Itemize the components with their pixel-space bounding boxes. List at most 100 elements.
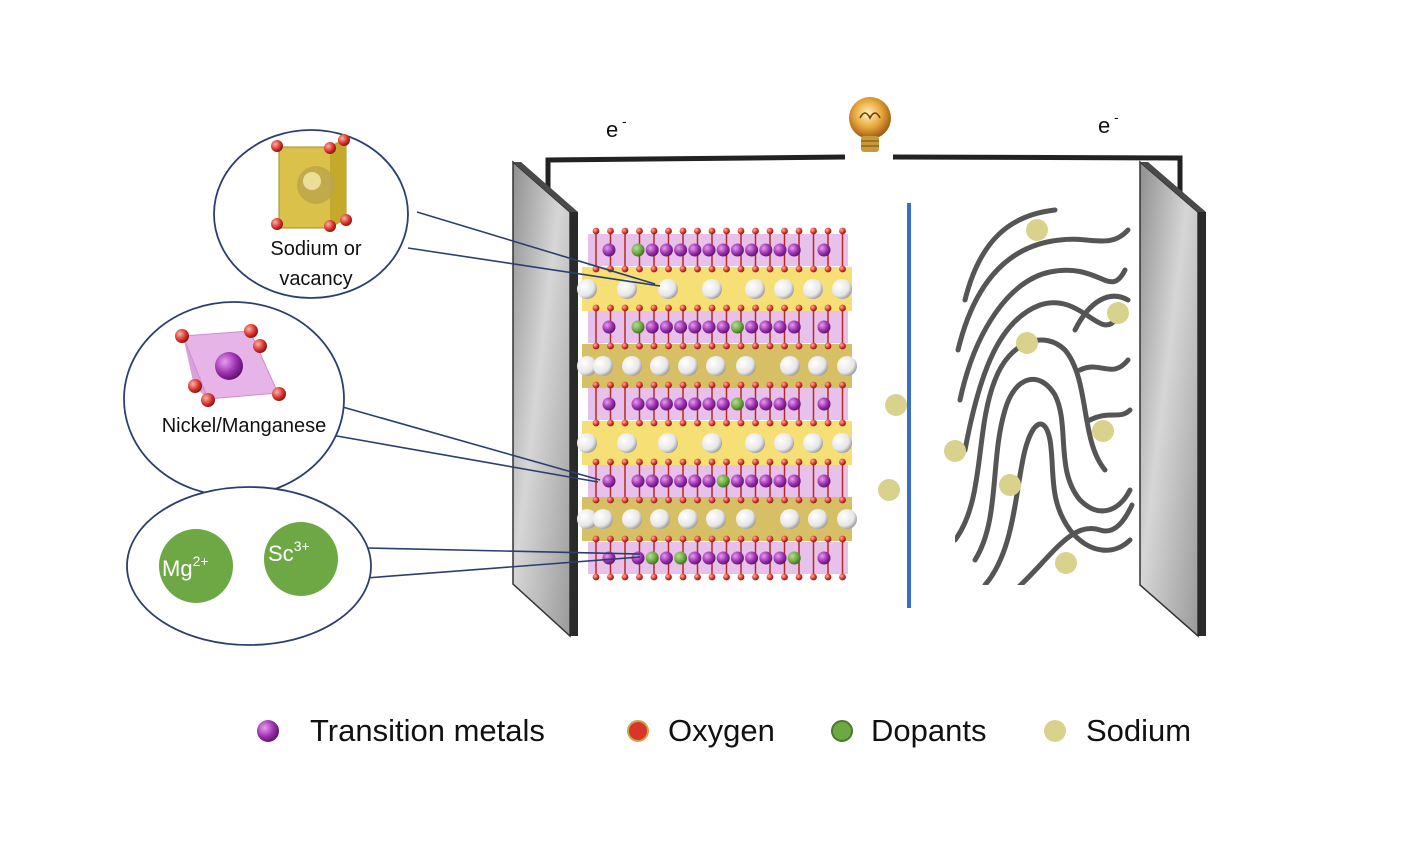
oxygen-atom	[592, 227, 600, 235]
oxygen-atom	[636, 381, 643, 389]
oxygen-atom	[665, 304, 672, 312]
nickel-manganese-label: Nickel/Manganese	[162, 415, 327, 437]
sodium-site-atom	[678, 509, 698, 529]
red-circle-icon	[627, 720, 649, 742]
oxygen-atom	[650, 496, 658, 504]
sc-label: Sc3+	[268, 538, 310, 566]
sodium-callout-line1: Sodium or	[270, 238, 361, 260]
transition-metal-atom	[702, 551, 716, 565]
sodium-ion	[999, 474, 1021, 496]
oxygen-atom	[795, 304, 803, 312]
oxygen-atom	[636, 573, 643, 581]
transition-metal-atom	[659, 243, 673, 257]
svg-text:Oxygen: Oxygen	[668, 713, 775, 748]
oxygen-atom	[723, 496, 730, 504]
oxygen-atom	[592, 496, 600, 504]
transition-metal-atom	[773, 320, 787, 334]
oxygen-atom	[766, 342, 774, 350]
oxygen-atom	[781, 419, 788, 427]
transition-metal-atom	[773, 397, 787, 411]
oxygen-atom	[665, 458, 672, 466]
oxygen-atom	[839, 535, 846, 543]
oxygen-atom	[679, 573, 687, 581]
transition-metal-atom	[674, 397, 688, 411]
sodium-ion	[1107, 302, 1129, 324]
transition-metal-atom	[674, 320, 688, 334]
oxygen-atom	[592, 304, 600, 312]
oxygen-atom	[752, 419, 759, 427]
oxygen-atom	[752, 496, 759, 504]
oxygen-atom	[665, 496, 672, 504]
sodium-site-atom	[780, 509, 800, 529]
transition-metal-atom	[645, 243, 659, 257]
oxygen-atom	[592, 573, 600, 581]
transition-metal-atom	[773, 243, 787, 257]
oxygen-atom	[766, 265, 774, 273]
oxygen-atom	[708, 573, 716, 581]
oxygen-atom	[781, 342, 788, 350]
oxygen-atom	[708, 419, 716, 427]
oxygen-atom	[781, 227, 788, 235]
oxygen-atom	[723, 535, 730, 543]
oxygen-atom	[694, 304, 701, 312]
oxygen-atom	[824, 458, 832, 466]
oxygen-atom	[781, 304, 788, 312]
sodium-site-atom	[803, 433, 823, 453]
dopant-atom	[716, 474, 730, 488]
sodium-site-atom	[837, 509, 857, 529]
transition-metal-atom	[787, 474, 801, 488]
sodium-ion	[1026, 219, 1048, 241]
oxygen-atom	[607, 342, 614, 350]
oxygen-atom	[621, 304, 629, 312]
sodium-site-atom	[617, 433, 637, 453]
svg-text:Transition metals: Transition metals	[310, 713, 545, 748]
transition-metal-atom	[688, 243, 702, 257]
oxygen-atom	[737, 342, 745, 350]
oxygen-atom	[679, 265, 687, 273]
sodium-site-atom	[577, 356, 597, 376]
oxygen-atom	[636, 304, 643, 312]
oxygen-atom	[679, 419, 687, 427]
sc-dopant-icon	[264, 522, 338, 596]
transition-metal-atom	[602, 397, 616, 411]
oxygen-atom	[737, 381, 745, 389]
transition-metal-atom	[688, 474, 702, 488]
oxygen-atom	[694, 496, 701, 504]
oxygen-atom	[737, 265, 745, 273]
transition-metal-atom	[716, 397, 730, 411]
oxygen-atom	[752, 227, 759, 235]
transition-metal-atom	[702, 474, 716, 488]
dopant-atom	[674, 551, 688, 565]
sodium-site-atom	[702, 279, 722, 299]
oxygen-atom	[723, 381, 730, 389]
callout-dopants: Mg2+ Sc3+	[126, 486, 372, 646]
dopant-atom	[631, 243, 645, 257]
transition-metal-atom	[730, 243, 744, 257]
oxygen-atom	[795, 419, 803, 427]
oxygen-atom	[810, 419, 817, 427]
transition-metal-atom	[745, 551, 759, 565]
oxygen-atom	[650, 265, 658, 273]
transition-metal-atom	[759, 320, 773, 334]
oxygen-atom	[679, 535, 687, 543]
oxygen-atom	[694, 573, 701, 581]
transition-metal-atom	[659, 474, 673, 488]
oxygen-atom	[737, 535, 745, 543]
oxygen-atom	[810, 304, 817, 312]
svg-text:-: -	[622, 113, 627, 129]
oxygen-atom	[679, 342, 687, 350]
oxygen-atom	[810, 381, 817, 389]
transition-metal-atom	[773, 474, 787, 488]
transition-metal-atom	[730, 551, 744, 565]
oxygen-atom	[766, 458, 774, 466]
transition-metal-atom	[773, 551, 787, 565]
oxygen-atom	[694, 381, 701, 389]
oxygen-atom	[766, 381, 774, 389]
oxygen-atom	[607, 458, 614, 466]
transition-metal-atom	[759, 551, 773, 565]
oxygen-atom	[694, 419, 701, 427]
dopant-atom	[787, 551, 801, 565]
oxygen-atom	[636, 458, 643, 466]
transition-metal-atom	[787, 243, 801, 257]
oxygen-atom	[679, 381, 687, 389]
